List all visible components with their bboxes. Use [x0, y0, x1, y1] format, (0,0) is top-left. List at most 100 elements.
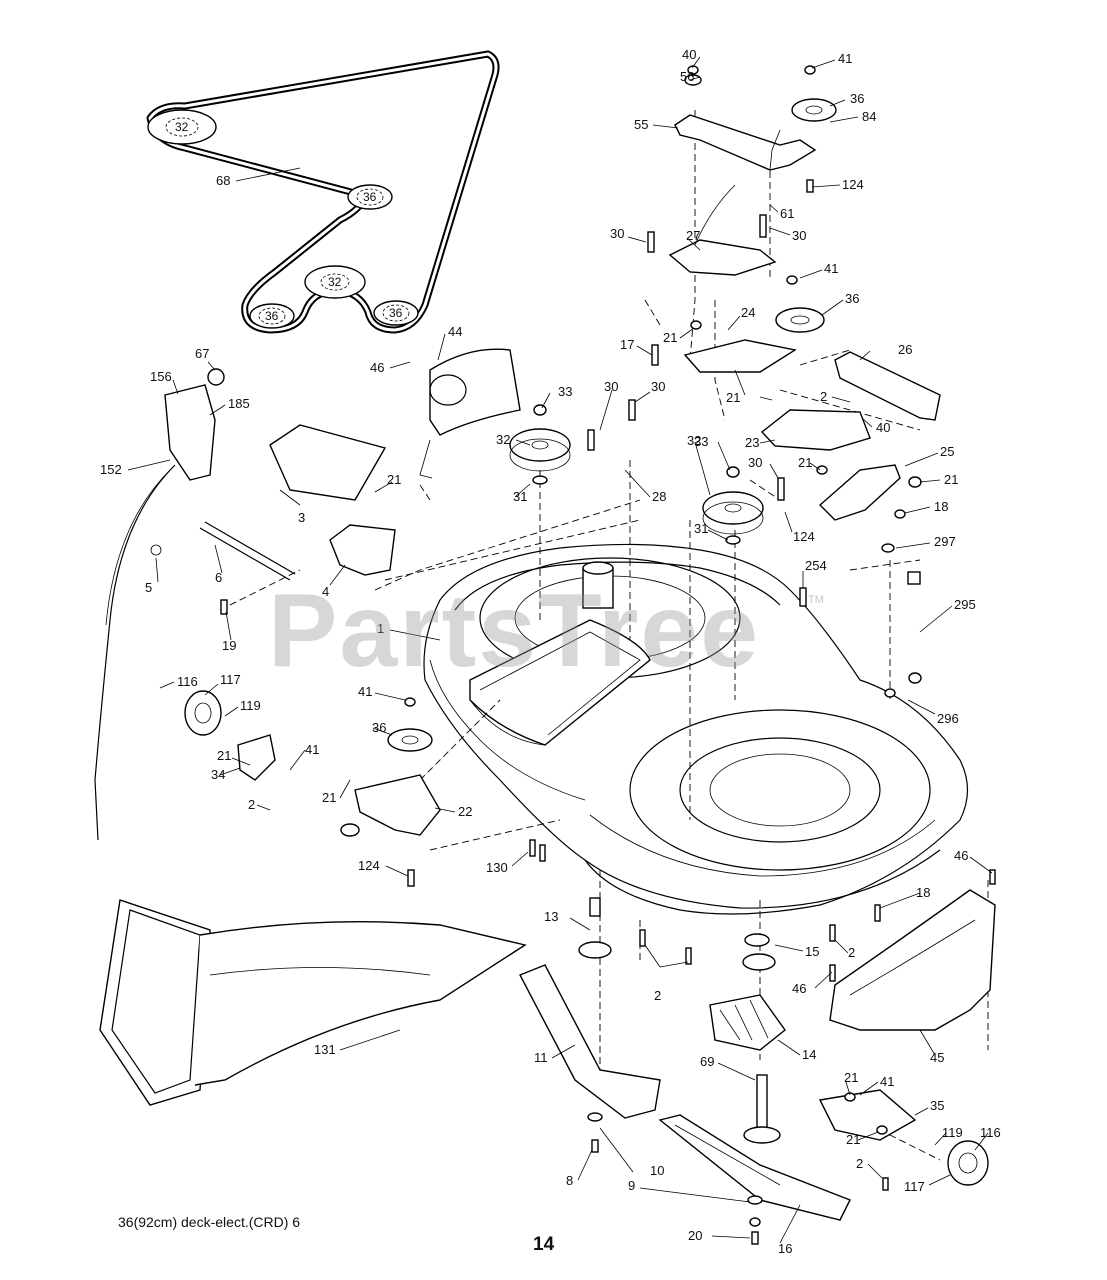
callout-68: 68 — [216, 173, 230, 188]
callout-8: 8 — [566, 1173, 573, 1188]
callout-21: 21 — [846, 1132, 860, 1147]
callout-34: 34 — [211, 767, 225, 782]
callout-46: 46 — [954, 848, 968, 863]
spindle-housing-14 — [709, 933, 786, 1051]
callout-116: 116 — [177, 674, 198, 689]
assembly-guide-lines — [219, 110, 989, 1161]
callout-24: 24 — [741, 305, 755, 320]
callout-84: 84 — [862, 109, 876, 124]
callout-4: 4 — [322, 584, 329, 599]
bracket-25 — [818, 464, 901, 521]
callout-32: 32 — [496, 432, 510, 447]
callout-297: 297 — [934, 534, 956, 549]
callout-254: 254 — [805, 558, 827, 573]
callout-2: 2 — [654, 988, 661, 1003]
callout-130: 130 — [486, 860, 508, 875]
callout-3: 3 — [298, 510, 305, 525]
belt-pulley-label: 36 — [265, 309, 279, 323]
callout-30: 30 — [651, 379, 665, 394]
callout-46: 46 — [792, 981, 806, 996]
callout-116: 116 — [980, 1125, 1001, 1140]
belt-pulley-36-left: 36 — [249, 303, 295, 329]
callout-131: 131 — [314, 1042, 336, 1057]
callout-18: 18 — [916, 885, 930, 900]
callout-156: 156 — [150, 369, 172, 384]
callout-119: 119 — [942, 1125, 963, 1140]
callout-19: 19 — [222, 638, 236, 653]
spindle-pulley-32-left — [509, 428, 571, 472]
callout-labels: 40 41 56 36 55 84 124 61 68 30 27 30 41 … — [100, 47, 1001, 1256]
callout-36: 36 — [850, 91, 864, 106]
callout-30: 30 — [610, 226, 624, 241]
height-cable-152 — [94, 464, 176, 841]
callout-119: 119 — [240, 698, 261, 713]
idler-pulley-36-top — [791, 98, 837, 122]
callout-2: 2 — [820, 389, 827, 404]
idler-pulley-36-left — [387, 728, 433, 752]
callout-21: 21 — [663, 330, 677, 345]
bracket-24 — [683, 339, 797, 396]
callout-69: 69 — [700, 1054, 714, 1069]
bearing-13 — [578, 897, 612, 959]
callout-28: 28 — [652, 489, 666, 504]
callout-10: 10 — [650, 1163, 664, 1178]
callout-9: 9 — [628, 1178, 635, 1193]
callout-124: 124 — [793, 529, 815, 544]
callout-55: 55 — [634, 117, 648, 132]
callout-15: 15 — [805, 944, 819, 959]
callout-11: 11 — [534, 1050, 548, 1065]
callout-124: 124 — [842, 177, 864, 192]
model-reference-text: 36(92cm) deck-elect.(CRD) 6 — [118, 1214, 301, 1230]
page-number: 14 — [533, 1234, 555, 1255]
callout-2: 2 — [848, 945, 855, 960]
callout-30: 30 — [792, 228, 806, 243]
lift-rod-6 — [199, 521, 296, 581]
belt-pulley-36-upper: 36 — [347, 184, 393, 210]
bracket-26 — [834, 351, 941, 421]
callout-21: 21 — [217, 748, 231, 763]
callout-2: 2 — [248, 797, 255, 812]
idler-pulley-36-mid — [775, 307, 825, 333]
callout-296: 296 — [937, 711, 959, 726]
lift-lever-assembly — [164, 368, 225, 481]
callout-61: 61 — [780, 206, 794, 221]
callout-21: 21 — [322, 790, 336, 805]
belt-pulley-36-right: 36 — [373, 300, 419, 326]
callout-2: 2 — [856, 1156, 863, 1171]
bracket-27 — [668, 184, 777, 276]
callout-185: 185 — [228, 396, 250, 411]
callout-30: 30 — [748, 455, 762, 470]
baffle-11 — [519, 964, 661, 1119]
callout-40: 40 — [876, 420, 890, 435]
callout-21: 21 — [944, 472, 958, 487]
callout-124: 124 — [358, 858, 380, 873]
callout-45: 45 — [930, 1050, 944, 1065]
belt-pulley-label: 32 — [175, 120, 189, 134]
spindle-pulley-32-right — [702, 491, 764, 535]
shield-bracket-3 — [269, 424, 387, 501]
callout-14: 14 — [802, 1047, 816, 1062]
callout-30: 30 — [604, 379, 618, 394]
callout-1: 1 — [377, 621, 384, 636]
belt-pulley-label: 32 — [328, 275, 342, 289]
idler-bracket-22 — [340, 774, 441, 837]
callout-41: 41 — [838, 51, 852, 66]
idler-arm-55 — [674, 114, 817, 171]
callout-26: 26 — [898, 342, 912, 357]
callout-56: 56 — [680, 69, 694, 84]
callout-17: 17 — [620, 337, 634, 352]
belt-routing-diagram: 32 36 32 36 36 — [146, 50, 500, 334]
callout-36: 36 — [372, 720, 386, 735]
callout-46: 46 — [370, 360, 384, 375]
callout-18: 18 — [934, 499, 948, 514]
callout-41: 41 — [358, 684, 372, 699]
callout-33: 33 — [694, 434, 708, 449]
leader-lines — [127, 56, 993, 1244]
watermark-trademark: TM — [808, 594, 824, 606]
callout-295: 295 — [954, 597, 976, 612]
callout-31: 31 — [513, 489, 527, 504]
gauge-wheel-right — [818, 1089, 989, 1186]
callout-40: 40 — [682, 47, 696, 62]
